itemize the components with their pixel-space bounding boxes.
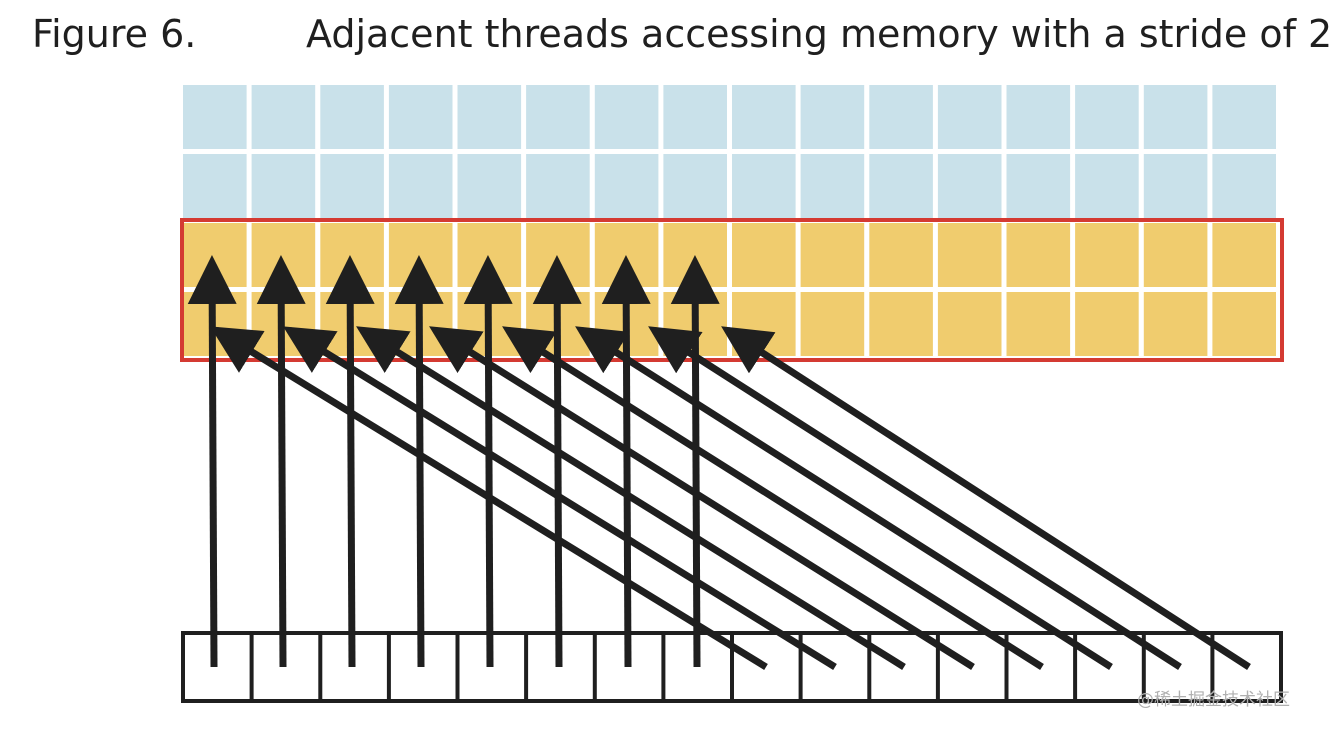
access-arrow [429,326,975,670]
memory-cell [663,85,727,149]
access-arrow [256,255,306,668]
access-arrow [575,326,1113,670]
memory-cell [251,85,316,149]
memory-cell [800,223,865,287]
memory-cell [800,154,865,218]
memory-cell [594,154,659,218]
memory-cell [800,292,865,356]
access-arrow [532,255,582,668]
memory-cell [388,154,453,218]
memory-cell [1006,154,1071,218]
access-arrow [325,255,375,668]
memory-cell [663,154,727,218]
memory-cell [1143,292,1208,356]
memory-cell [1006,223,1071,287]
memory-cell [320,154,384,218]
memory-cell [732,223,796,287]
memory-cell [1075,85,1139,149]
memory-cell [183,154,247,218]
memory-cell [1143,85,1208,149]
memory-cell [732,85,796,149]
access-arrows [187,255,1251,670]
memory-cell [1143,154,1208,218]
memory-cell [320,85,384,149]
memory-grid [180,85,1284,362]
memory-cell [1212,292,1276,356]
memory-cell [1006,292,1071,356]
memory-cell [1143,223,1208,287]
memory-cell [869,223,933,287]
memory-cell [937,223,1002,287]
access-arrow [648,326,1182,670]
memory-cell [1006,85,1071,149]
memory-cell [937,154,1002,218]
memory-cell [937,292,1002,356]
memory-cell [594,85,659,149]
access-arrow [187,255,237,668]
memory-cell [800,85,865,149]
memory-cell [1212,223,1276,287]
access-arrow [502,326,1044,670]
memory-cell [388,85,453,149]
access-arrow [670,255,720,668]
memory-cell [1075,154,1139,218]
memory-cell [457,85,522,149]
memory-cell [1075,223,1139,287]
watermark: @稀土掘金技术社区 [1137,690,1290,710]
memory-cell [251,154,316,218]
figure-label: Figure 6. [32,12,197,56]
memory-cell [1212,85,1276,149]
memory-cell [1075,292,1139,356]
memory-cell [869,85,933,149]
access-arrow [601,255,651,668]
memory-cell [869,154,933,218]
figure-title: Adjacent threads accessing memory with a… [306,12,1332,56]
memory-cell [732,154,796,218]
memory-cell [937,85,1002,149]
access-arrow [210,326,768,670]
memory-cell [457,154,522,218]
memory-cell [526,85,590,149]
access-arrow [463,255,513,668]
memory-cell [1212,154,1276,218]
access-arrow [356,326,906,670]
access-arrow [394,255,444,668]
memory-cell [526,154,590,218]
access-arrow [721,326,1251,670]
memory-cell [183,85,247,149]
memory-cell [732,292,796,356]
access-arrow [283,326,837,670]
memory-cell [869,292,933,356]
